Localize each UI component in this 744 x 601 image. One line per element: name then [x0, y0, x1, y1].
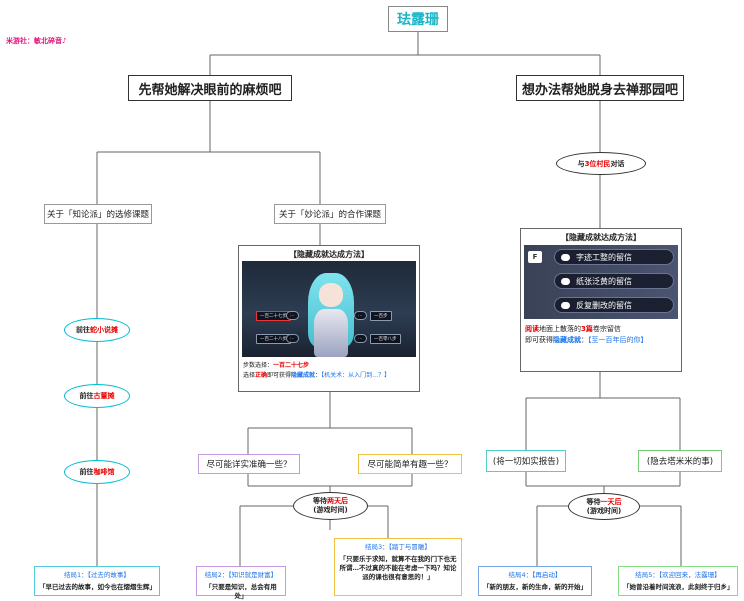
card-heading: 【隐藏成就达成方法】 — [561, 233, 641, 242]
option-label: 字迹工整的留信 — [576, 252, 632, 262]
wait-line: 等待一天后 — [587, 498, 622, 507]
root-node-title: 珐露珊 — [388, 6, 448, 32]
card-heading: 【隐藏成就达成方法】 — [289, 250, 369, 259]
text: ： — [581, 336, 588, 344]
wait-oval-middle: 等待两天后 (游戏时间) — [293, 492, 368, 520]
hidden-achievement-card-right: 【隐藏成就达成方法】 F 字迹工整的留信 纸张泛黄的留信 反复删改的留信 阅读地… — [520, 228, 682, 372]
text: 地面上散落的 — [539, 325, 581, 333]
wait-note: (游戏时间) — [586, 506, 622, 515]
step-place: 古董摊 — [93, 392, 115, 400]
scene-bubble-3: … — [354, 311, 367, 320]
ending-heading: 结局4：【再启动】 — [508, 571, 562, 579]
hidden-achievement-card-middle: 【隐藏成就达成方法】 一百二十七步 一百二十八步 … … … … 一百步 一百零… — [238, 245, 420, 392]
ending-heading: 结局2：【知识就是财富】 — [204, 571, 278, 579]
dialogue-option-1: 字迹工整的留信 — [554, 249, 674, 265]
step-prefix: 前往 — [79, 392, 94, 400]
f-key-icon: F — [528, 251, 542, 263]
ending-text: 「她曾沿着时间流浪，此刻终于归乡」 — [623, 583, 734, 591]
branch-escape-garden: 想办法帮她脱身去禅那园吧 — [516, 75, 684, 101]
ending-text: 「早已过去的故事，如今也在熠熠生辉」 — [39, 583, 156, 591]
dialogue-option-3: 反复删改的留信 — [554, 297, 674, 313]
scene-bubble-4: … — [354, 334, 367, 343]
ending-heading: 结局5：【欢迎回来，法露珊】 — [635, 571, 721, 579]
text-hl: 隐藏成就 — [291, 372, 316, 379]
dialogue-options-image: F 字迹工整的留信 纸张泛黄的留信 反复删改的留信 — [524, 245, 678, 319]
branch-solve-trouble: 先帮她解决眼前的麻烦吧 — [128, 75, 292, 101]
text: 即可获得 — [267, 372, 292, 379]
ending-1-card: 结局1：【过去的故事】 「早已过去的故事，如今也在熠熠生辉」 — [34, 566, 160, 596]
character-dress — [314, 309, 348, 357]
option-label: 反复删改的留信 — [576, 300, 632, 310]
step-prefix: 前往 — [76, 326, 90, 334]
text: 选择 — [243, 372, 256, 379]
option-label: 纸张泛黄的留信 — [576, 276, 632, 286]
step-oval-2: 前往古董摊 — [64, 384, 130, 408]
ending-3-card: 结局3：【踏丁与冒雕】 「只要乐于求知，就算不在我的门下也无所谓…不过真的不能在… — [334, 538, 462, 596]
scene-bubble-1: … — [286, 311, 299, 320]
speech-bubble-icon — [561, 253, 570, 261]
text-hl: 正确 — [255, 372, 268, 379]
wait-highlight: 两天后 — [327, 497, 348, 505]
wait-note: (游戏时间) — [313, 506, 348, 514]
achievement-name: 【机关术：从入门到…？】 — [321, 372, 391, 379]
scene-option-right-2: 一百零八步 — [370, 334, 401, 344]
character-face — [319, 283, 343, 307]
steps-value: 一百二十七步 — [273, 362, 310, 369]
text-hl: 隐藏成就 — [553, 336, 581, 344]
wait-oval-right: 等待一天后 (游戏时间) — [568, 493, 640, 520]
text: ： — [315, 372, 322, 379]
talk-prefix: 与 — [577, 159, 585, 168]
choice-detailed: 尽可能详实准确一些？ — [198, 454, 300, 474]
speech-bubble-icon — [561, 277, 570, 285]
achievement-name: 【至一百年后的你】 — [588, 336, 648, 344]
ending-text: 「只要是知识，总会有用处」 — [205, 583, 277, 600]
talk-highlight: 3位村民 — [584, 159, 611, 168]
text-hl: 阅读 — [525, 325, 539, 333]
choice-hide-tamimi: (隐去塔米米的事) — [638, 450, 722, 472]
speech-bubble-icon — [561, 301, 570, 309]
talk-suffix: 对话 — [610, 159, 625, 168]
game-scene-image: 一百二十七步 一百二十八步 … … … … 一百步 一百零八步 — [242, 261, 416, 357]
ending-5-card: 结局5：【欢迎回来，法露珊】 「她曾沿着时间流浪，此刻终于归乡」 — [618, 566, 738, 596]
steps-label: 步数选择： — [243, 362, 274, 369]
scene-bubble-2: … — [286, 334, 299, 343]
step-prefix: 前往 — [79, 468, 94, 476]
text: 卷宗留信 — [592, 325, 621, 333]
sub-branch-miaolun: 关于「妙论派」的合作课题 — [274, 204, 386, 224]
step-oval-3: 前往咖啡馆 — [64, 460, 130, 484]
card-read-line: 阅读地面上散落的3篇卷宗留信 — [525, 324, 621, 334]
sub-branch-zhilun: 关于「知论派」的选修课题 — [44, 204, 152, 224]
text: 即可获得 — [525, 336, 553, 344]
ending-text: 「新的朋友，新的生命，新的开始」 — [483, 583, 587, 591]
ending-heading: 结局1：【过去的故事】 — [64, 571, 130, 579]
ending-text: 「只要乐于求知，就算不在我的门下也无所谓…不过真的不能在考虑一下吗？知论派的课也… — [339, 555, 457, 581]
choice-report-all: (将一切如实报告) — [486, 450, 566, 472]
credit-watermark: 米游社：敏北碎音♪ — [6, 37, 67, 45]
choice-simple: 尽可能简单有趣一些？ — [358, 454, 462, 474]
step-oval-1: 前往蛇小说摊 — [64, 318, 130, 342]
wait-highlight: 一天后 — [600, 497, 622, 506]
wait-prefix: 等待 — [586, 497, 601, 506]
card-achievement-line: 即可获得隐藏成就：【至一百年后的你】 — [525, 335, 648, 345]
wait-prefix: 等待 — [313, 497, 327, 505]
wait-line: 等待两天后 — [313, 497, 348, 506]
ending-4-card: 结局4：【再启动】 「新的朋友，新的生命，新的开始」 — [478, 566, 592, 596]
step-place: 蛇小说摊 — [90, 326, 118, 334]
step-place: 咖啡馆 — [93, 468, 115, 476]
text-hl: 3篇 — [581, 325, 593, 333]
ending-2-card: 结局2：【知识就是财富】 「只要是知识，总会有用处」 — [196, 566, 286, 600]
ending-heading: 结局3：【踏丁与冒雕】 — [365, 543, 431, 551]
card-achievement-line: 选择正确即可获得隐藏成就：【机关术：从入门到…？】 — [243, 371, 390, 380]
scene-option-right-1: 一百步 — [370, 311, 392, 321]
card-steps-line: 步数选择：一百二十七步 — [243, 361, 309, 370]
dialogue-option-2: 纸张泛黄的留信 — [554, 273, 674, 289]
